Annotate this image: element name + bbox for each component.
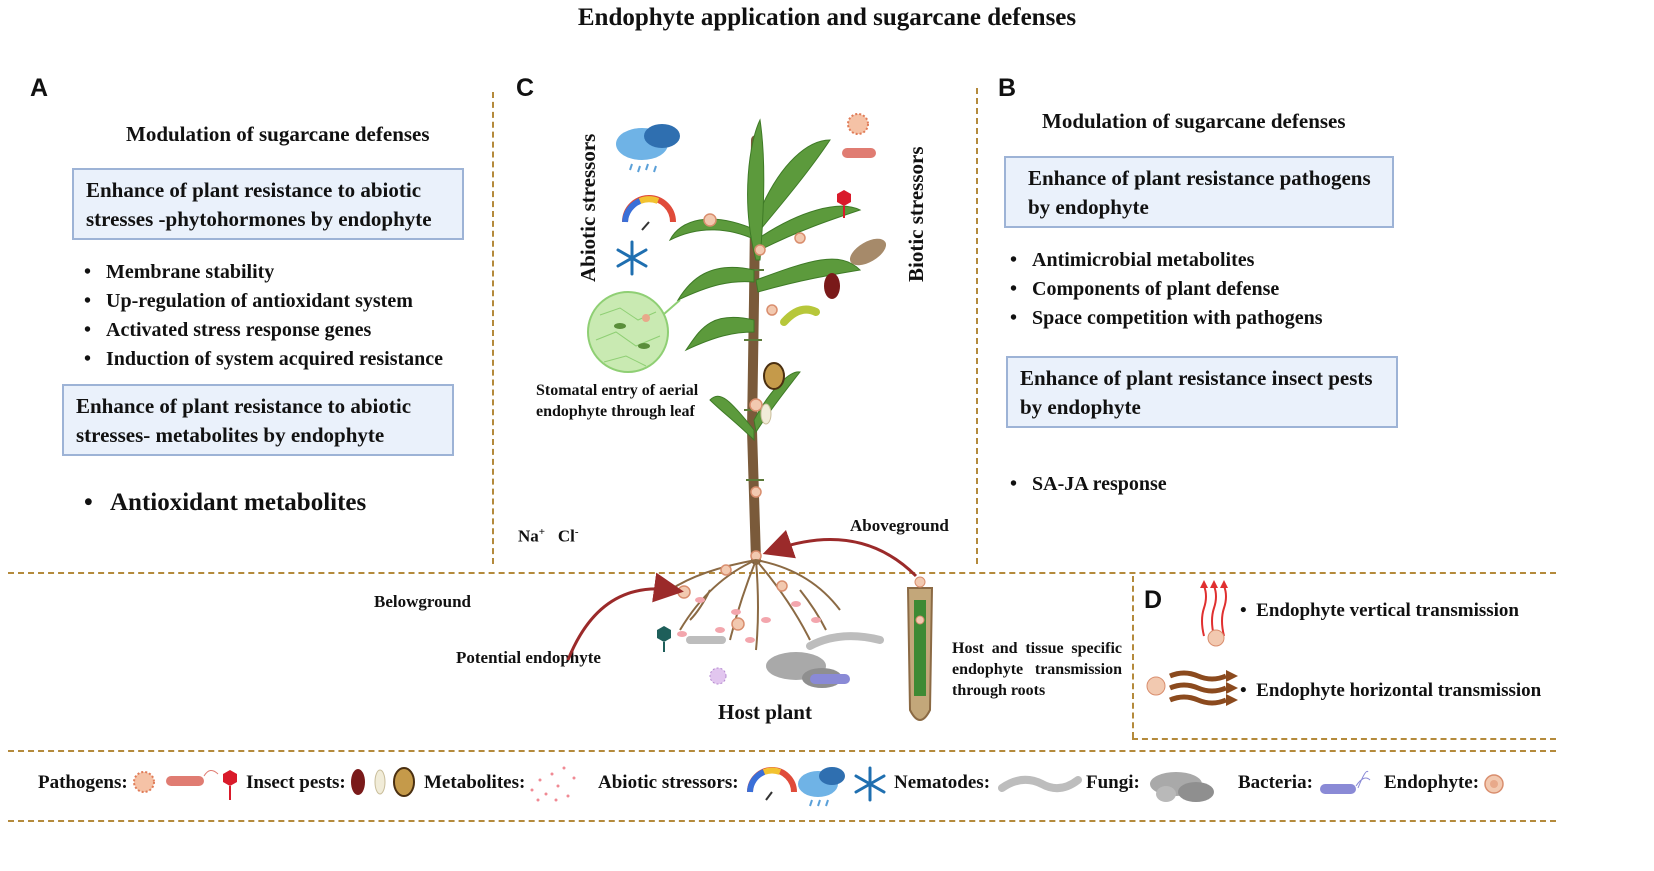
panel-a-bullets-1: Membrane stability Up-regulation of anti… — [80, 258, 443, 374]
phage-icon — [223, 770, 237, 786]
panel-b-heading: Modulation of sugarcane defenses — [1042, 109, 1346, 133]
panel-a-bullets-2: Antioxidant metabolites — [80, 488, 366, 517]
horizontal-transmission-icon — [1146, 670, 1238, 706]
gauge-icon — [747, 767, 797, 801]
legend-pathogens-icons — [133, 770, 237, 800]
legend-metabolites: Metabolites: — [424, 772, 526, 793]
list-item: Space competition with pathogens — [1006, 304, 1323, 333]
soil-pathogen-icon — [709, 667, 727, 685]
bacteriophage-icon — [837, 190, 851, 218]
root-tip-icon — [906, 576, 934, 721]
list-item: Membrane stability — [80, 258, 443, 287]
belowground-arrow — [566, 572, 684, 661]
cloud-icon — [798, 767, 845, 807]
legend-insect-icons — [351, 767, 415, 797]
caterpillar-icon — [780, 305, 820, 326]
legend-abiotic-stressors: Abiotic stressors: — [598, 772, 739, 793]
legend-endophyte: Endophyte: — [1384, 772, 1480, 793]
sugarcane-illustration — [566, 113, 934, 721]
stomatal-entry-caption: Stomatal entry of aerial endophyte throu… — [536, 382, 699, 420]
divider-d-left — [1132, 576, 1134, 738]
aboveground-label: Aboveground — [850, 516, 949, 535]
moth-icon — [849, 238, 887, 266]
vertical-transmission-icon — [1200, 580, 1228, 647]
panel-a-heading: Modulation of sugarcane defenses — [126, 122, 430, 146]
list-item: Induction of system acquired resistance — [80, 345, 443, 374]
legend-insect-pests: Insect pests: — [246, 772, 346, 793]
fungi-icon — [1150, 772, 1214, 802]
beetle-icon — [351, 769, 365, 795]
stomata-magnifier-icon — [587, 291, 681, 373]
list-item: Up-regulation of antioxidant system — [80, 287, 443, 316]
metabolites-icon — [530, 766, 576, 802]
chloride-label: Cl — [557, 526, 575, 546]
divider-top-bottom — [8, 572, 1556, 574]
panel-a-letter: A — [30, 74, 49, 102]
panel-b-bullets-1: Antimicrobial metabolites Components of … — [1006, 246, 1323, 333]
sodium-label: Na — [518, 526, 539, 546]
legend-fungi: Fungi: — [1086, 772, 1140, 793]
panel-c-letter: C — [516, 74, 535, 102]
colorado-beetle-icon — [393, 767, 415, 797]
legend-pathogens: Pathogens: — [38, 772, 128, 793]
bacteria-icon — [1320, 770, 1371, 794]
list-item: Antioxidant metabolites — [80, 488, 366, 517]
aboveground-arrow — [762, 529, 918, 578]
divider-a-c — [492, 92, 494, 564]
panel-d-letter: D — [1144, 586, 1163, 614]
horizontal-transmission-label: • Endophyte horizontal transmission — [1240, 680, 1542, 701]
divider-legend-top — [8, 750, 1556, 752]
soil-phage-icon — [657, 626, 671, 652]
ion-labels: Na+ Cl- — [518, 526, 578, 547]
larva-icon — [760, 403, 772, 425]
divider-c-b — [976, 88, 978, 564]
chloride-charge: - — [574, 526, 579, 538]
list-item: Activated stress response genes — [80, 316, 443, 345]
bacterium-icon — [166, 776, 204, 786]
soil-rod-icon — [686, 636, 726, 644]
belowground-label: Belowground — [374, 592, 471, 611]
nematode-icon — [998, 775, 1082, 793]
bacteria-icon — [810, 674, 850, 684]
snowflake-icon — [854, 766, 886, 802]
panel-a-box-metabolites: Enhance of plant resistance to abiotic s… — [62, 384, 454, 456]
vertical-transmission-text: Endophyte vertical transmission — [1256, 600, 1520, 621]
legend-bacteria: Bacteria: — [1238, 772, 1313, 793]
beetle-icon — [824, 273, 840, 299]
list-item: SA-JA response — [1006, 470, 1167, 499]
horizontal-transmission-text: Endophyte horizontal transmission — [1256, 680, 1542, 701]
root-transmission-label: Host and tissue specific endophyte trans… — [952, 640, 1122, 699]
panel-b-bullets-2: SA-JA response — [1006, 470, 1167, 499]
larva-icon — [374, 769, 386, 795]
host-plant-label: Host plant — [718, 700, 812, 724]
flagella-icon — [203, 770, 219, 777]
virus-icon — [133, 771, 155, 793]
pathogen-virus-icon — [847, 113, 869, 135]
vertical-transmission-label: • Endophyte vertical transmission — [1240, 600, 1520, 621]
panel-b-box-pathogens: Enhance of plant resistance pathogens by… — [1004, 156, 1394, 228]
divider-legend-bottom — [8, 820, 1556, 822]
panel-b-box-insect-pests: Enhance of plant resistance insect pests… — [1006, 356, 1398, 428]
temperature-gauge-icon — [622, 195, 676, 231]
legend-abiotic-icons — [747, 766, 886, 807]
colorado-beetle-icon — [763, 362, 785, 390]
panel-a-box-phytohormones: Enhance of plant resistance to abiotic s… — [72, 168, 464, 240]
legend-nematodes: Nematodes: — [894, 772, 991, 793]
potential-endophyte-label: Potential endophyte — [456, 648, 601, 667]
figure-title: Endophyte application and sugarcane defe… — [577, 4, 1077, 31]
endophyte-icon — [1484, 774, 1504, 794]
panel-b-letter: B — [998, 74, 1017, 102]
sodium-charge: + — [538, 526, 546, 538]
rain-cloud-icon — [616, 124, 680, 173]
list-item: Components of plant defense — [1006, 275, 1323, 304]
bacteria-rod-icon — [842, 148, 876, 158]
list-item: Antimicrobial metabolites — [1006, 246, 1323, 275]
nematode-icon — [806, 632, 884, 650]
divider-d-bottom — [1132, 738, 1556, 740]
snowflake-icon — [616, 240, 648, 276]
